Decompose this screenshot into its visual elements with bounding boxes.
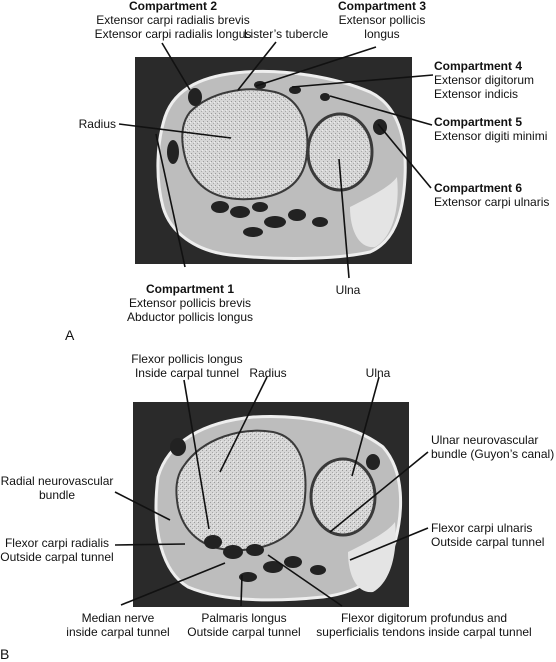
label-compartment6-line1: Extensor carpi ulnaris bbox=[434, 195, 550, 209]
label-compartment1-line2: Abductor pollicis longus bbox=[126, 310, 254, 324]
leader-ulnar-nv bbox=[329, 451, 429, 533]
leader-listers bbox=[237, 41, 277, 91]
label-radial-nv-line2: bundle bbox=[38, 488, 76, 502]
leader-fcu bbox=[349, 527, 429, 561]
leader-ulna-a bbox=[338, 158, 350, 279]
label-compartment5-line1: Extensor digiti minimi bbox=[434, 129, 548, 143]
panel-b-letter: B bbox=[0, 646, 10, 662]
label-fdp-line1: Flexor digitorum profundus and bbox=[340, 611, 508, 625]
label-compartment6-title: Compartment 6 bbox=[434, 181, 523, 195]
label-median: Median nerve inside carpal tunnel bbox=[66, 611, 169, 639]
leader-radius-a bbox=[118, 123, 232, 139]
label-fcu-line2: Outside carpal tunnel bbox=[431, 535, 545, 549]
label-compartment3-line1: Extensor pollicis bbox=[338, 13, 426, 27]
label-radius-b-line1: Radius bbox=[249, 366, 287, 380]
label-compartment2-line1: Extensor carpi radialis brevis bbox=[96, 13, 250, 27]
leader-compartment4 bbox=[291, 74, 434, 88]
leader-fcr bbox=[114, 543, 186, 546]
label-compartment2-line2: Extensor carpi radialis longus bbox=[94, 27, 252, 41]
label-ulna-b: Ulna bbox=[366, 366, 391, 380]
label-ulna-a-line1: Ulna bbox=[335, 283, 361, 297]
leader-compartment6 bbox=[377, 123, 432, 189]
label-compartment2: Compartment 2 Extensor carpi radialis br… bbox=[95, 0, 252, 41]
label-fcr-line2: Outside carpal tunnel bbox=[0, 550, 114, 564]
leader-palmaris bbox=[240, 574, 243, 607]
label-compartment1: Compartment 1 Extensor pollicis brevis A… bbox=[127, 282, 253, 324]
label-compartment3-line2: longus bbox=[364, 27, 400, 41]
label-compartment6: Compartment 6 Extensor carpi ulnaris bbox=[434, 181, 549, 209]
label-fcr: Flexor carpi radialis Outside carpal tun… bbox=[0, 536, 113, 564]
leader-compartment5 bbox=[329, 95, 433, 126]
label-compartment5: Compartment 5 Extensor digiti minimi bbox=[434, 115, 547, 143]
label-fcu-line1: Flexor carpi ulnaris bbox=[431, 521, 533, 535]
label-compartment4-line1: Extensor digitorum bbox=[434, 73, 535, 87]
label-ulnar-nv-line2: bundle (Guyon’s canal) bbox=[431, 447, 555, 461]
label-compartment1-title: Compartment 1 bbox=[145, 282, 235, 296]
label-ulnar-nv: Ulnar neurovascular bundle (Guyon’s cana… bbox=[431, 433, 554, 461]
label-listers-line1: Lister’s tubercle bbox=[243, 27, 329, 41]
panel-a-letter: A bbox=[65, 327, 75, 343]
label-fpl-line2: Inside carpal tunnel bbox=[134, 366, 240, 380]
leader-radial-nv bbox=[114, 491, 171, 521]
leader-compartment3 bbox=[255, 46, 377, 87]
label-palmaris: Palmaris longus Outside carpal tunnel bbox=[187, 611, 300, 639]
leader-compartment1 bbox=[155, 133, 186, 268]
label-fpl: Flexor pollicis longus Inside carpal tun… bbox=[131, 352, 242, 380]
label-listers-tubercle: Lister’s tubercle bbox=[244, 27, 328, 41]
leader-radius-b bbox=[219, 376, 268, 473]
label-median-line1: Median nerve bbox=[81, 611, 155, 625]
label-palmaris-line2: Outside carpal tunnel bbox=[187, 625, 301, 639]
label-fcr-line1: Flexor carpi radialis bbox=[4, 536, 110, 550]
label-palmaris-line1: Palmaris longus bbox=[201, 611, 287, 625]
label-radius-a-line1: Radius bbox=[78, 117, 116, 131]
leader-ulna-b bbox=[351, 376, 380, 477]
label-fdp: Flexor digitorum profundus and superfici… bbox=[316, 611, 531, 639]
label-compartment2-title: Compartment 2 bbox=[128, 0, 217, 13]
label-compartment1-line1: Extensor pollicis brevis bbox=[128, 296, 252, 310]
leader-median bbox=[120, 562, 226, 606]
label-compartment4-line2: Extensor indicis bbox=[434, 87, 519, 101]
label-fpl-line1: Flexor pollicis longus bbox=[131, 352, 243, 366]
label-compartment3: Compartment 3 Extensor pollicis longus bbox=[338, 0, 426, 41]
label-ulna-a: Ulna bbox=[336, 283, 361, 297]
label-ulnar-nv-line1: Ulnar neurovascular bbox=[431, 433, 539, 447]
label-radius-a: Radius bbox=[79, 117, 116, 131]
label-fcu: Flexor carpi ulnaris Outside carpal tunn… bbox=[431, 521, 544, 549]
label-median-line2: inside carpal tunnel bbox=[66, 625, 170, 639]
leader-compartment2 bbox=[161, 42, 191, 91]
leader-fdp bbox=[267, 554, 343, 607]
label-compartment3-title: Compartment 3 bbox=[337, 0, 427, 13]
label-fdp-line2: superficialis tendons inside carpal tunn… bbox=[316, 625, 532, 639]
label-radial-nv-line1: Radial neurovascular bbox=[0, 474, 114, 488]
label-compartment5-title: Compartment 5 bbox=[434, 115, 523, 129]
label-radial-nv: Radial neurovascular bundle bbox=[1, 474, 114, 502]
label-ulna-b-line1: Ulna bbox=[365, 366, 391, 380]
label-radius-b: Radius bbox=[249, 366, 286, 380]
label-compartment4: Compartment 4 Extensor digitorum Extenso… bbox=[434, 59, 534, 101]
leader-fpl bbox=[183, 379, 210, 530]
label-compartment4-title: Compartment 4 bbox=[434, 59, 523, 73]
